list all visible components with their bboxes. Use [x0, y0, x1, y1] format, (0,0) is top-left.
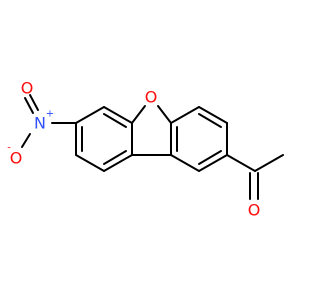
nitro-oxygen-minus-label: O [10, 149, 23, 168]
double-bond-inner [198, 150, 222, 165]
bond [75, 106, 105, 124]
double-bond-inner [198, 113, 222, 128]
bond [170, 106, 200, 124]
nitro-group [21, 94, 77, 148]
bond [170, 154, 200, 172]
bond [254, 154, 284, 172]
double-bond [29, 94, 39, 111]
ring-oxygen-label: O [145, 88, 158, 107]
double-bond-inner [103, 113, 127, 128]
acetyl-group [226, 154, 284, 200]
bond [198, 154, 228, 172]
carbonyl-oxygen-label: O [248, 201, 261, 220]
bond [157, 105, 172, 124]
double-bond-inner [103, 150, 127, 165]
left-benzene-ring [75, 106, 133, 172]
bond [198, 106, 228, 124]
right-benzene-ring [170, 106, 228, 172]
nitro-oxygen-top-label: O [21, 79, 34, 98]
nitro-nitrogen-label: N [34, 114, 46, 133]
bond [226, 154, 256, 172]
furan-bridge [131, 105, 172, 156]
double-bond [24, 97, 34, 114]
structure-diagram: O N + O O - O [7, 79, 284, 220]
bond [103, 106, 133, 124]
nitrogen-plus-charge: + [46, 109, 54, 120]
bond [131, 105, 146, 124]
bond [21, 133, 31, 148]
bond [103, 154, 133, 172]
oxygen-minus-charge: - [7, 143, 11, 154]
bond [75, 154, 105, 172]
